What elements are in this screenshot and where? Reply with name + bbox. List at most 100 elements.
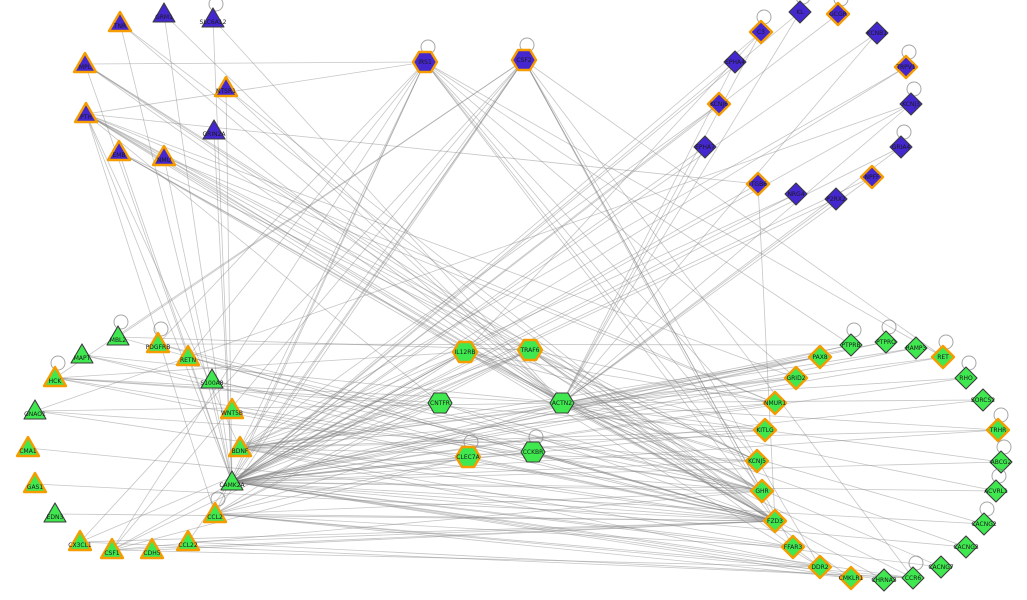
edge-CCL2-FZD3 [214,513,776,522]
edge-CAMK2A-CCR6 [231,481,914,579]
node-GRM1[interactable]: GRM1 [152,2,176,23]
edge-KCNB1-CAMK2A [231,32,878,483]
edge-CNTFR-CAMK2A [231,402,441,483]
node-FFAR3[interactable]: FFAR3 [780,534,806,560]
node-CSF1[interactable]: CSF1 [99,537,125,560]
edge-CAMK2A-ABCG2 [231,461,1002,483]
edge-CSF1-GHR [111,490,763,551]
node-KCNJ3[interactable]: KCNJ3 [899,81,923,116]
node-CACNG3[interactable]: CACNG3 [953,535,979,559]
edge-ACTN2-CAMK2A [231,402,563,483]
node-CACNG2[interactable]: CACNG2 [971,501,997,536]
node-ABCG2[interactable]: ABCG2 [989,439,1013,474]
node-ITGB6[interactable]: ITGB6 [745,171,771,197]
node-CCL22[interactable]: CCL22 [175,529,201,552]
edge-CSF2-CCL2 [214,59,525,515]
node-MAPT[interactable]: MAPT [70,343,94,364]
node-KCNB1[interactable]: KCNB1 [865,21,889,45]
node-CX3CL1[interactable]: CX3CL1 [67,529,93,552]
node-shape [971,388,995,412]
edge-MAPT-FZD3 [81,354,776,522]
node-shape [220,470,244,491]
node-shape [23,399,47,420]
edge-IRS1-GRID2 [424,61,797,379]
edge-CAMK2A-DDR2 [231,481,821,568]
edge-CAMK2A-KITLG [231,429,766,483]
edge-C3-CAMK2A [231,31,762,483]
node-KITLG[interactable]: KITLG [752,417,778,443]
node-shape [825,1,851,27]
edge-TRAF6-NMUR1 [529,349,776,404]
node-shape [788,0,812,24]
node-NPFF[interactable]: NPFF [859,164,885,190]
edge-GNAO1-FZD3 [34,410,776,522]
edge-IRS1-KCNJ5 [424,61,758,462]
node-TRAF6[interactable]: TRAF6 [516,338,544,362]
node-GNAO1[interactable]: GNAO1 [23,399,47,420]
edge-BDNF-DDR2 [239,447,821,568]
edge-BDNF-GHR [239,447,763,492]
edge-EPHA7-CAMK2A [231,146,706,483]
node-ACTN2[interactable]: ACTN2 [549,392,575,414]
node-CCR6[interactable]: CCR6 [901,555,925,590]
node-RETN[interactable]: RETN [175,344,201,367]
node-shape [139,537,165,560]
edge-ACTN2-CACNG7 [561,402,942,568]
edge-ACTN2-RAMP3 [561,347,917,404]
node-TRHR[interactable]: TRHR [985,407,1011,443]
node-CNTFR[interactable]: CNTFR [427,392,453,414]
edge-TRAF6-KCNJ5 [529,349,758,462]
node-NMUR1[interactable]: NMUR1 [762,390,788,416]
node-EDN3[interactable]: EDN3 [43,502,67,523]
node-TNR[interactable]: TNR [107,10,133,33]
node-RET[interactable]: RET [930,334,956,370]
node-shape [43,502,67,523]
edge-CAMK2A-CACNG7 [231,481,942,568]
node-SLC6A12[interactable]: SLC6A12 [200,0,227,28]
node-P2RX2[interactable]: P2RX2 [824,187,848,211]
node-SORCS2[interactable]: SORCS2 [971,388,995,412]
node-shape [744,448,770,474]
edge-PTH-CCL2 [85,113,216,515]
node-HCK[interactable]: HCK [42,355,68,388]
node-IL12RB[interactable]: IL12RB [451,340,479,364]
node-EMB[interactable]: EMB [106,139,132,162]
edge-ACTN2-BDNF [239,402,563,449]
node-IRS1[interactable]: IRS1 [411,39,439,74]
node-CSF2[interactable]: CSF2 [510,37,538,72]
node-GAS1[interactable]: GAS1 [22,471,48,494]
node-shape [748,19,774,45]
edge-EMB-ACTN2 [118,151,563,404]
node-PDGFRB[interactable]: PDGFRB [146,321,171,354]
node-shape [22,471,48,494]
node-RAMP3[interactable]: RAMP3 [904,336,928,360]
node-NTSR1[interactable]: NTSR1 [213,75,239,98]
self-loop-edge [208,0,224,12]
node-S100A8[interactable]: S100A8 [200,368,224,389]
node-ACVRL1[interactable]: ACVRL1 [984,468,1008,503]
node-shape [824,187,848,211]
node-NRG4[interactable]: NRG4 [784,182,808,206]
node-RHO[interactable]: RHO [954,355,978,390]
node-GRIN2A[interactable]: GRIN2A [202,119,227,140]
node-TRPV1[interactable]: TRPV1 [893,44,919,80]
node-CCKBR[interactable]: CCKBR [520,429,546,463]
node-CMA1[interactable]: CMA1 [15,435,41,458]
node-EPHA4[interactable]: EPHA4 [723,50,747,74]
edge-P2RX2-ACTN2 [561,198,837,404]
node-MPL[interactable]: MPL [72,51,98,74]
edge-NRG4-CAMK2A [231,193,797,483]
edge-IL12RB-FZD3 [464,351,776,522]
edge-RETN-GHR [187,356,763,492]
edge-ACTN2-ACVRL1 [561,402,997,492]
node-GCGR[interactable]: GCGR [825,0,851,27]
edge-PTH-CNTFR [85,113,441,404]
self-loop-edge [906,81,922,97]
node-CACNG7[interactable]: CACNG7 [928,555,954,579]
edge-IL12RB-GHR [464,351,763,492]
node-KL[interactable]: KL [788,0,812,24]
edge-CCL2-FFAR3 [214,513,794,548]
edge-NPFF-ACTN2 [561,176,873,404]
